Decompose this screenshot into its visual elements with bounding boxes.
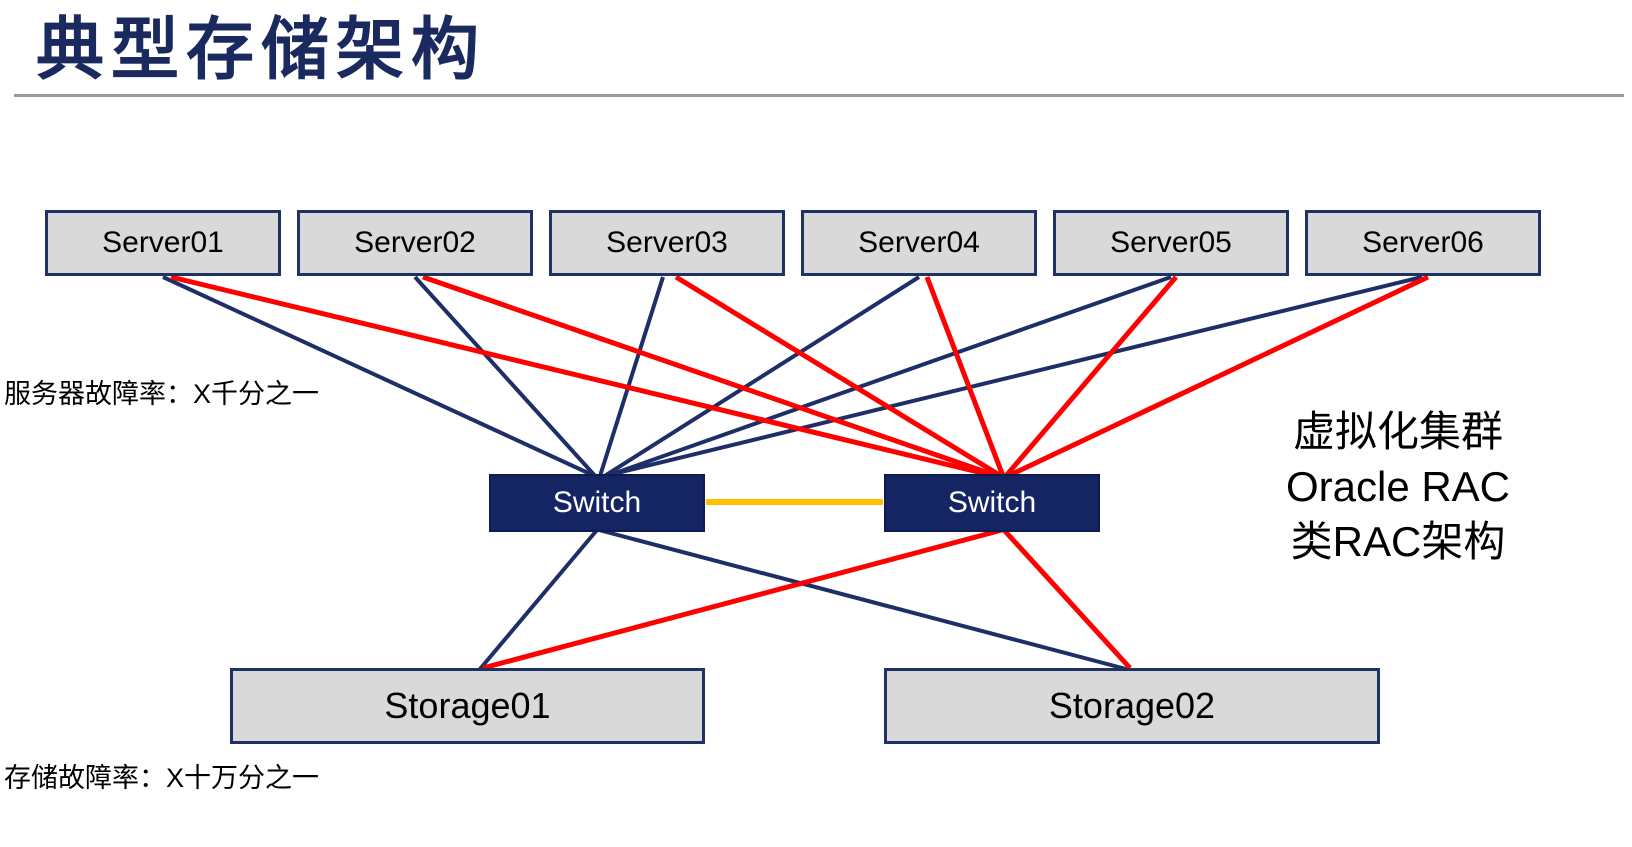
edge-server04-switch-a (601, 275, 921, 479)
node-switch-b: Switch (884, 474, 1100, 532)
edge-server01-switch-b (170, 274, 1000, 480)
node-label: Server04 (858, 226, 980, 259)
edge-server02-switch-a (413, 275, 599, 480)
node-label: Server05 (1110, 226, 1232, 259)
edge-server05-switch-a (603, 275, 1172, 479)
server-failure-rate-label: 服务器故障率：X千分之一 (4, 379, 320, 409)
cluster-annotation: 虚拟化集群 Oracle RAC 类RAC架构 (1268, 404, 1528, 569)
node-label: Storage02 (1048, 685, 1216, 726)
edge-server06-switch-b (1004, 274, 1430, 480)
node-label: Switch (947, 486, 1037, 519)
edge-server03-switch-a (598, 276, 665, 477)
node-server01: Server01 (45, 210, 281, 276)
node-server04: Server04 (801, 210, 1037, 276)
storage-failure-rate-label: 存储故障率：X十万分之一 (4, 763, 320, 793)
edge-switch-b-storage02 (1002, 528, 1132, 670)
edge-server06-switch-a (604, 275, 1423, 478)
title-divider-line (14, 94, 1624, 97)
node-storage01: Storage01 (230, 668, 705, 744)
edge-server02-switch-b (422, 274, 1001, 480)
edge-switch-b-storage01 (482, 527, 1003, 671)
node-label: Switch (552, 486, 642, 519)
node-server02: Server02 (297, 210, 533, 276)
node-server03: Server03 (549, 210, 785, 276)
node-label: Server02 (354, 226, 476, 259)
edge-server05-switch-b (1003, 275, 1178, 479)
annotation-line-1: 虚拟化集群 (1292, 408, 1503, 455)
annotation-line-3: 类RAC架构 (1290, 518, 1506, 565)
edge-server03-switch-b (674, 274, 1003, 479)
annotation-line-2: Oracle RAC (1285, 463, 1511, 510)
edge-switch-a-storage02 (598, 528, 1127, 671)
page-title: 典型存储架构 (36, 12, 487, 88)
node-label: Server03 (606, 226, 728, 259)
node-label: Server01 (102, 226, 224, 259)
node-storage02: Storage02 (884, 668, 1380, 744)
node-label: Storage01 (384, 685, 551, 726)
node-label: Server06 (1362, 226, 1484, 259)
edge-server01-switch-a (162, 275, 600, 480)
node-server06: Server06 (1305, 210, 1541, 276)
node-server05: Server05 (1053, 210, 1289, 276)
node-switch-a: Switch (489, 474, 705, 532)
edge-switch-a-storage01 (478, 528, 599, 671)
edge-server04-switch-b (924, 276, 1006, 477)
